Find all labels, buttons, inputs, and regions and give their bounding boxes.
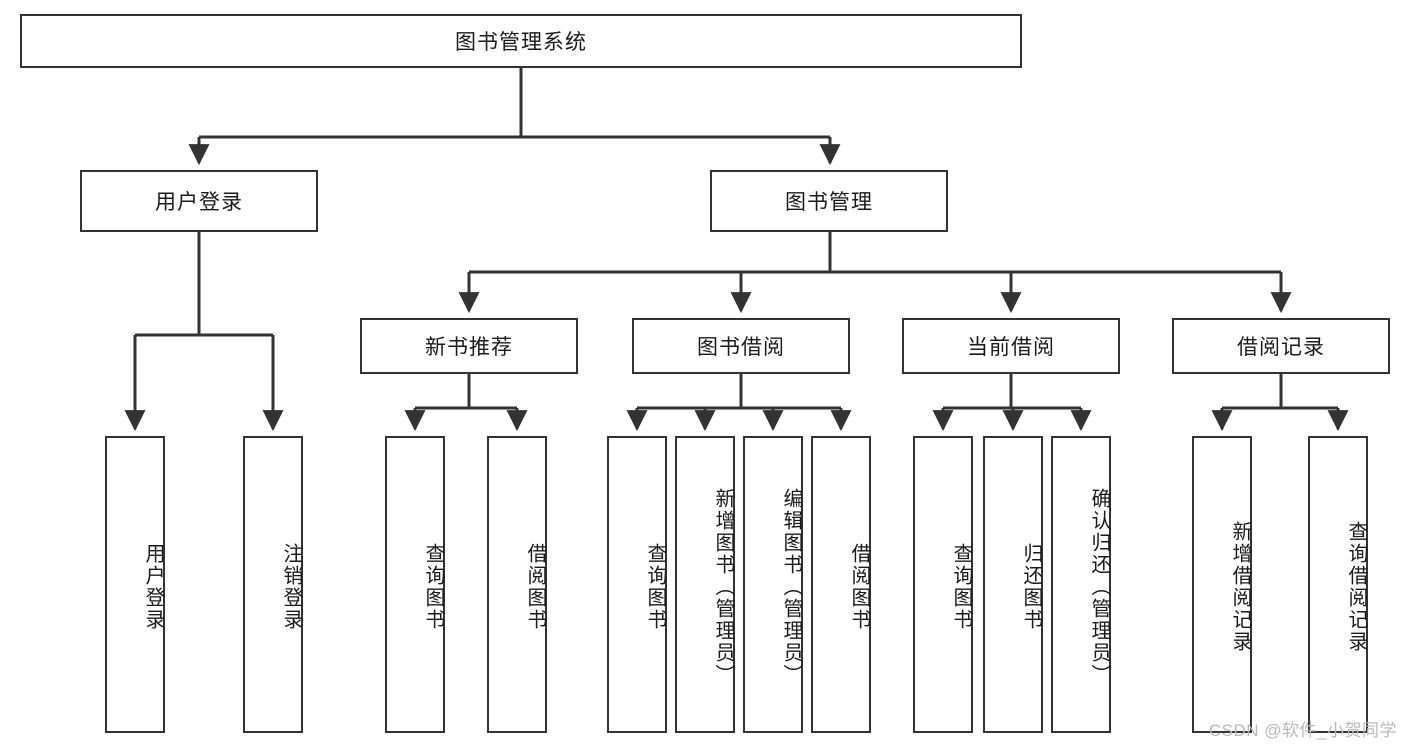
- node-leaf-return-book-label: 归还图书: [1020, 542, 1042, 631]
- node-leaf-confirm-return[interactable]: 确认归还（管理员）: [1051, 436, 1111, 733]
- node-leaf-add-book-label: 新增图书（管理员）: [712, 487, 734, 686]
- node-current-borrow[interactable]: 当前借阅: [902, 318, 1120, 374]
- node-leaf-borrow-book-rec[interactable]: 借阅图书: [487, 436, 547, 733]
- node-leaf-add-record[interactable]: 新增借阅记录: [1192, 436, 1252, 733]
- node-leaf-query-record[interactable]: 查询借阅记录: [1308, 436, 1368, 733]
- node-user-login[interactable]: 用户登录: [80, 170, 318, 232]
- node-leaf-query-book-rec-label: 查询图书: [422, 542, 444, 631]
- node-leaf-borrow-book-b-label: 借阅图书: [848, 542, 870, 631]
- node-new-book-rec[interactable]: 新书推荐: [360, 318, 578, 374]
- node-leaf-user-login-label: 用户登录: [142, 542, 164, 631]
- node-leaf-borrow-book-rec-label: 借阅图书: [524, 542, 546, 631]
- node-leaf-add-book[interactable]: 新增图书（管理员）: [675, 436, 735, 733]
- node-leaf-query-book-b-label: 查询图书: [644, 542, 666, 631]
- node-leaf-edit-book[interactable]: 编辑图书（管理员）: [743, 436, 803, 733]
- node-book-borrow[interactable]: 图书借阅: [632, 318, 850, 374]
- watermark: CSDN @软件_小贺同学: [1208, 721, 1397, 740]
- node-leaf-return-book[interactable]: 归还图书: [983, 436, 1043, 733]
- node-book-borrow-label: 图书借阅: [697, 336, 785, 359]
- node-new-book-rec-label: 新书推荐: [425, 336, 513, 359]
- node-leaf-edit-book-label: 编辑图书（管理员）: [780, 487, 802, 686]
- node-root-label: 图书管理系统: [455, 31, 587, 54]
- node-leaf-user-login[interactable]: 用户登录: [105, 436, 165, 733]
- node-leaf-query-book-c-label: 查询图书: [950, 542, 972, 631]
- node-leaf-query-book-b[interactable]: 查询图书: [607, 436, 667, 733]
- node-current-borrow-label: 当前借阅: [967, 336, 1055, 359]
- node-leaf-confirm-return-label: 确认归还（管理员）: [1088, 487, 1110, 686]
- node-leaf-query-record-label: 查询借阅记录: [1345, 520, 1367, 653]
- node-leaf-borrow-book-b[interactable]: 借阅图书: [811, 436, 871, 733]
- node-book-manage[interactable]: 图书管理: [710, 170, 948, 232]
- node-borrow-record-label: 借阅记录: [1237, 336, 1325, 359]
- node-leaf-query-book-c[interactable]: 查询图书: [913, 436, 973, 733]
- node-leaf-add-record-label: 新增借阅记录: [1229, 520, 1251, 653]
- node-root[interactable]: 图书管理系统: [20, 14, 1022, 68]
- node-user-login-label: 用户登录: [155, 191, 243, 214]
- node-leaf-logout-label: 注销登录: [280, 542, 302, 631]
- node-leaf-query-book-rec[interactable]: 查询图书: [385, 436, 445, 733]
- node-borrow-record[interactable]: 借阅记录: [1172, 318, 1390, 374]
- node-leaf-logout[interactable]: 注销登录: [243, 436, 303, 733]
- node-book-manage-label: 图书管理: [785, 191, 873, 214]
